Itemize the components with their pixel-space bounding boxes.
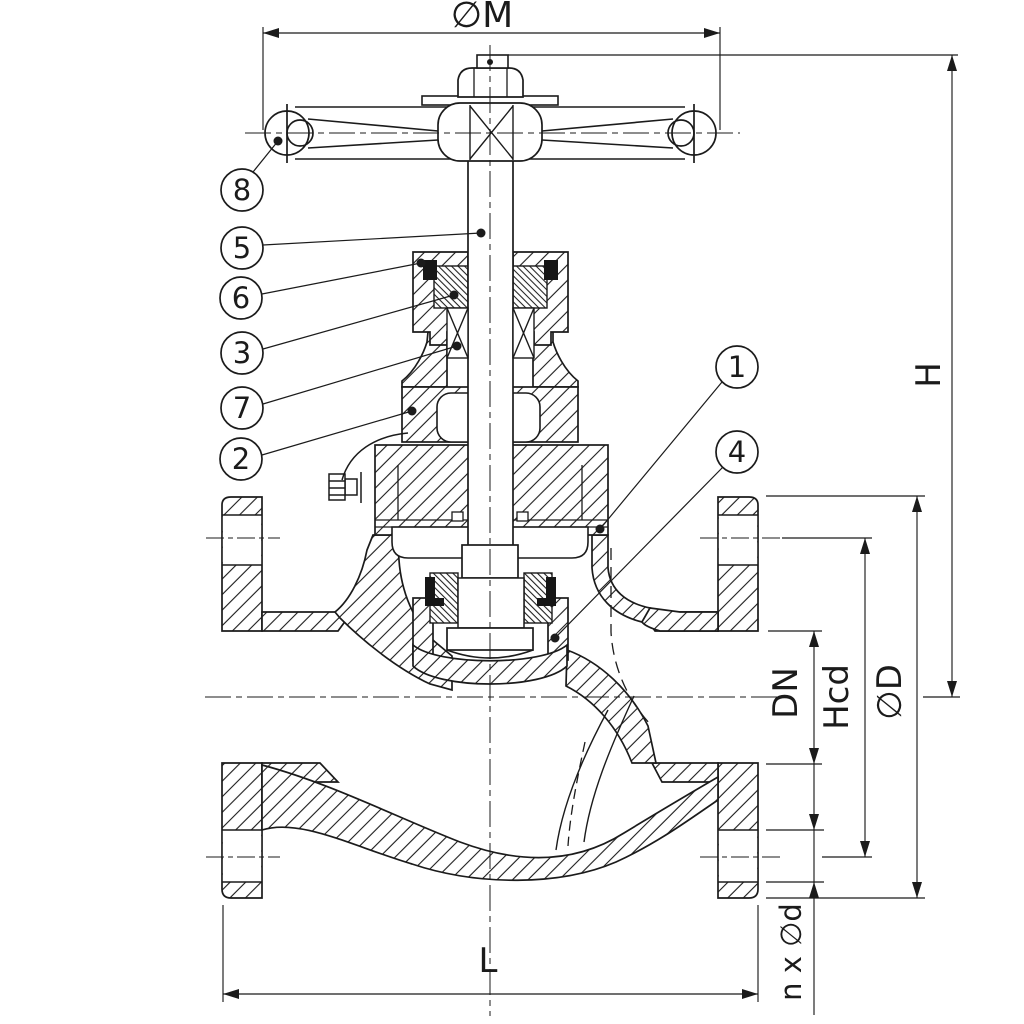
label-height: H [909, 362, 949, 388]
internal-contours [555, 548, 651, 851]
callout-8: 8 [220, 168, 264, 212]
dimensions: ∅M H ∅D Hcd [222, 0, 960, 1015]
gland-packing-right [512, 265, 548, 309]
arrow-up [860, 538, 870, 554]
label-nominal-diameter: DN [766, 667, 806, 719]
dimension-bolt-circle: Hcd [782, 537, 872, 858]
dimension-length: L [222, 905, 759, 1002]
callout-5: 5 [220, 226, 264, 270]
body-bottom-wall [261, 763, 719, 882]
centerlines [205, 45, 792, 1016]
arrow-down [947, 681, 957, 697]
seat-bridge-right [565, 648, 658, 764]
disc-center [457, 577, 525, 629]
arrow-up [912, 496, 922, 512]
dimension-bolt-holes: n x ∅d [766, 814, 824, 1001]
hidden-bore-line [610, 548, 651, 725]
body-right-wall [591, 534, 652, 623]
arrow-left [263, 28, 279, 38]
leader-8 [252, 140, 279, 173]
callout-7-number: 7 [233, 391, 251, 425]
dimension-wheel-diameter: ∅M [262, 0, 721, 130]
arrow-right [704, 28, 720, 38]
label-flange-diameter: ∅D [870, 664, 910, 720]
label-length: L [479, 941, 498, 981]
callout-balloons: 8 5 6 3 7 2 1 [219, 168, 759, 481]
disc-seal-right [537, 577, 556, 606]
callout-4: 4 [715, 430, 759, 474]
packing-seal-right [544, 260, 558, 280]
leader-5 [262, 232, 482, 246]
arrow-right [742, 989, 758, 999]
arrow-up [947, 55, 957, 71]
hidden-passage-line [567, 741, 586, 847]
callout-6-number: 6 [232, 281, 250, 315]
seal-rings [423, 260, 558, 606]
bolt-hole-edges [222, 514, 758, 883]
label-bolt-holes: n x ∅d [774, 903, 808, 1001]
arrow-down [912, 882, 922, 898]
label-wheel-diameter: ∅M [451, 0, 513, 36]
leader-1 [599, 381, 723, 530]
leader-2 [261, 410, 413, 456]
disc-seal-left [425, 577, 444, 606]
callout-2-number: 2 [232, 442, 250, 476]
arrow-up [809, 882, 819, 898]
packing-seal-left [423, 260, 437, 280]
callout-8-number: 8 [233, 173, 251, 207]
arrow-down [809, 748, 819, 764]
label-bolt-circle: Hcd [817, 664, 857, 730]
leader-4 [554, 466, 724, 639]
leader-dots [273, 136, 605, 643]
part-callouts: 8 5 6 3 7 2 1 [219, 136, 759, 643]
dimension-flange-diameter: ∅D [766, 495, 925, 899]
callout-3-number: 3 [233, 336, 251, 370]
dimension-nominal-diameter: DN [766, 630, 822, 1015]
gland-packing-left [433, 265, 469, 309]
callout-4-number: 4 [728, 435, 746, 469]
arrow-left [223, 989, 239, 999]
packing-spacers [446, 307, 535, 359]
body-right-wall-to-flange [641, 607, 719, 632]
bonnet-bolt [328, 432, 409, 503]
callout-1: 1 [715, 345, 759, 389]
bonnet-edge-curve [341, 432, 409, 481]
callout-5-number: 5 [233, 231, 251, 265]
arrow-up [809, 631, 819, 647]
flange-bolt-holes [222, 515, 758, 882]
arrow-down [809, 814, 819, 830]
leader-6 [261, 262, 422, 295]
handwheel [264, 54, 717, 163]
leader-3 [262, 294, 455, 350]
arrow-down [860, 841, 870, 857]
callout-6: 6 [219, 276, 263, 320]
callout-3: 3 [220, 331, 264, 375]
callout-2: 2 [219, 437, 263, 481]
leader-7 [262, 345, 458, 405]
dimension-height: H [508, 54, 960, 698]
callout-1-number: 1 [728, 350, 746, 384]
callout-7: 7 [220, 386, 264, 430]
